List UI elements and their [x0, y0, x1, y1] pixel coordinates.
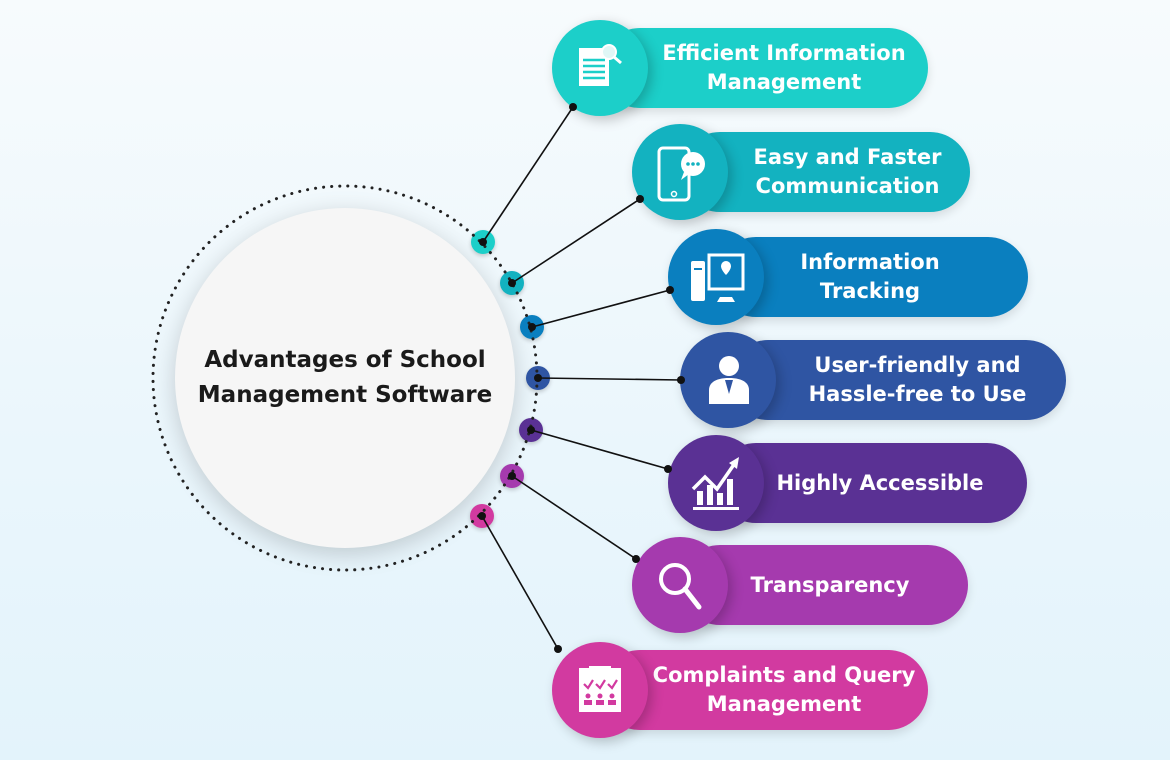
connector-line [530, 429, 669, 470]
advantage-pill: Efficient Information Management [600, 28, 928, 108]
user-icon [709, 356, 749, 404]
connector-endpoint [636, 195, 644, 203]
advantage-icon-circle [552, 642, 648, 738]
node-center-dot [534, 374, 542, 382]
advantage-icon-circle [680, 332, 776, 428]
node-center-dot [479, 238, 487, 246]
node-centers [478, 238, 542, 520]
advantage-pill: User-friendly and Hassle-free to Use [728, 340, 1066, 420]
connector-endpoint [664, 465, 672, 473]
connector-endpoint [632, 555, 640, 563]
connector-line [531, 289, 671, 328]
document-search-icon [579, 44, 622, 86]
connector-endpoint [677, 376, 685, 384]
advantage-icon-circle [632, 537, 728, 633]
connector-line [482, 106, 574, 243]
connector-line [511, 198, 641, 284]
advantage-label: Complaints and Query Management [652, 663, 916, 716]
node-center-dot [508, 472, 516, 480]
advantage-pill: Transparency [680, 545, 968, 625]
connector-endpoint [569, 103, 577, 111]
connector-line [511, 475, 637, 560]
advantage-label: Efficient Information Management [662, 41, 906, 94]
advantage-label: Information Tracking [800, 250, 940, 303]
advantage-pill: Complaints and Query Management [600, 650, 928, 730]
advantage-icon-circle [552, 20, 648, 116]
node-center-dot [478, 512, 486, 520]
advantage-label: Highly Accessible [776, 470, 984, 495]
computer-location-icon [691, 253, 745, 302]
connector-endpoint [554, 645, 562, 653]
growth-chart-icon [691, 457, 739, 510]
survey-board-icon [579, 666, 621, 712]
node-center-dot [528, 323, 536, 331]
node-center-dot [527, 426, 535, 434]
advantage-icon-circle [668, 435, 764, 531]
phone-chat-icon [657, 146, 705, 202]
advantage-icon-circle [668, 229, 764, 325]
advantage-icon-circle [632, 124, 728, 220]
node-center-dot [508, 279, 516, 287]
advantage-label: Easy and Faster Communication [753, 145, 942, 198]
connector-endpoint [666, 286, 674, 294]
center-circle: Advantages of School Management Software [175, 208, 515, 548]
connector-line [481, 515, 559, 650]
advantage-pill: Easy and Faster Communication [680, 132, 970, 212]
advantage-pill: Information Tracking [716, 237, 1028, 317]
magnifier-icon [659, 563, 702, 610]
advantage-label: User-friendly and Hassle-free to Use [808, 353, 1027, 406]
advantage-label: Transparency [750, 572, 910, 597]
connector-line [537, 377, 682, 381]
advantage-pill: Highly Accessible [716, 443, 1027, 523]
center-title: Advantages of School Management Software [197, 347, 493, 408]
